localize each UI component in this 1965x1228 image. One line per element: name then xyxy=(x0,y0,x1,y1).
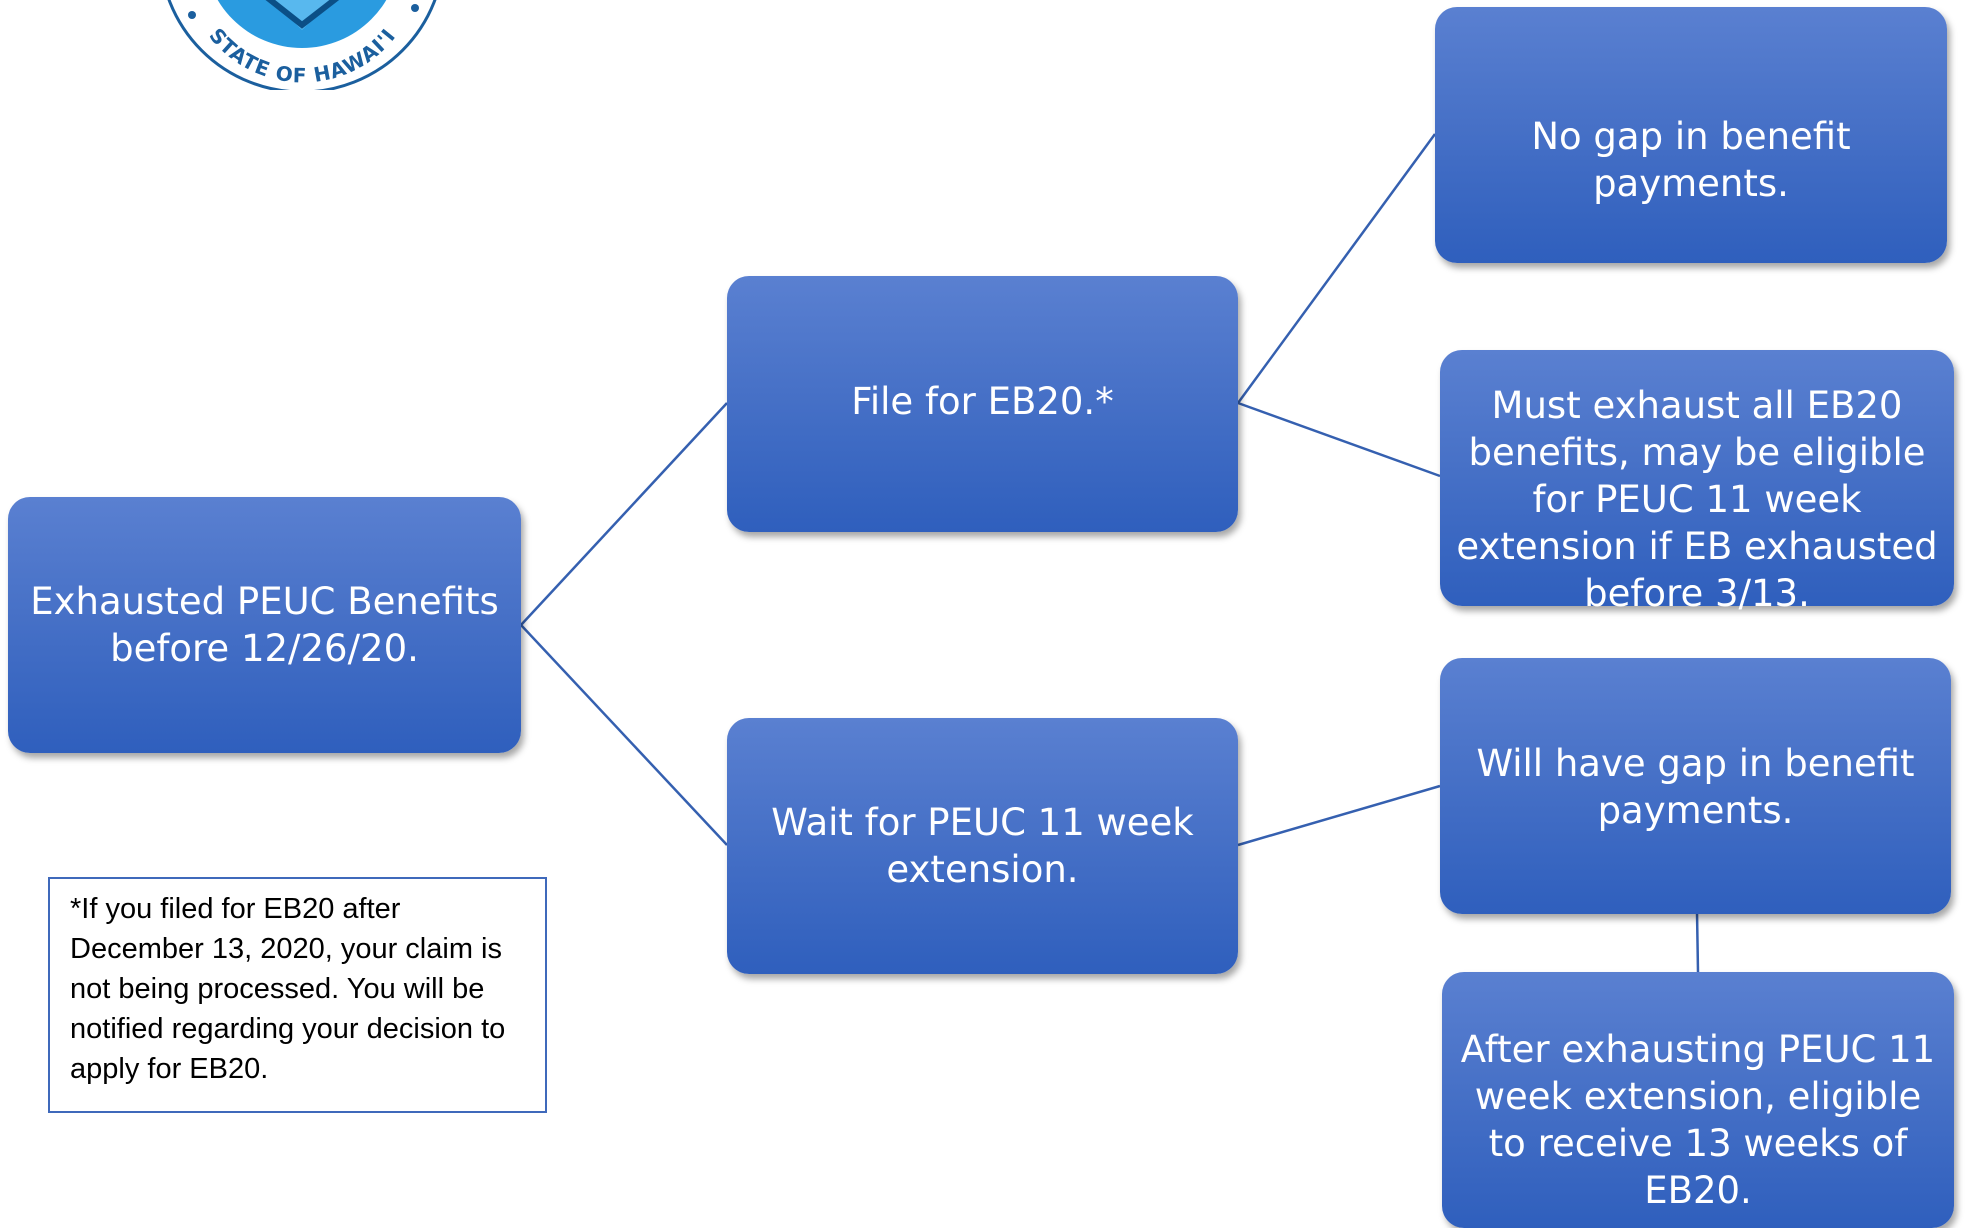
connector-wait-gap xyxy=(1237,784,1441,847)
node-no-gap-text: No gap in benefit payments. xyxy=(1531,115,1851,205)
node-will-gap-text: Will have gap in benefit payments. xyxy=(1476,742,1915,832)
node-after-exhausting: After exhausting PEUC 11 week extension,… xyxy=(1442,972,1954,1228)
node-exhausted-peuc: Exhausted PEUC Benefits before 12/26/20. xyxy=(8,497,521,753)
connector-root-file xyxy=(520,402,728,626)
connector-gap-after xyxy=(1695,911,1700,973)
node-after-exhausting-text: After exhausting PEUC 11 week extension,… xyxy=(1460,1028,1936,1212)
node-must-exhaust-text: Must exhaust all EB20 benefits, may be e… xyxy=(1456,384,1938,615)
footnote-text: *If you filed for EB20 after December 13… xyxy=(70,893,506,1085)
connector-file-nogap xyxy=(1236,133,1437,404)
connector-file-exhaust xyxy=(1237,401,1441,478)
node-no-gap: No gap in benefit payments. xyxy=(1435,7,1947,263)
footnote-box: *If you filed for EB20 after December 13… xyxy=(48,877,547,1113)
state-seal-logo: STATE OF HAWAI'I xyxy=(167,0,437,90)
node-wait-peuc-text: Wait for PEUC 11 week extension. xyxy=(771,801,1194,891)
node-exhausted-peuc-text: Exhausted PEUC Benefits before 12/26/20. xyxy=(30,580,499,670)
node-will-gap: Will have gap in benefit payments. xyxy=(1440,658,1951,914)
node-must-exhaust: Must exhaust all EB20 benefits, may be e… xyxy=(1440,350,1954,615)
node-file-eb20-text: File for EB20.* xyxy=(851,380,1114,423)
node-wait-peuc: Wait for PEUC 11 week extension. xyxy=(727,718,1238,974)
node-file-eb20: File for EB20.* xyxy=(727,276,1238,532)
connector-root-wait xyxy=(520,624,728,846)
